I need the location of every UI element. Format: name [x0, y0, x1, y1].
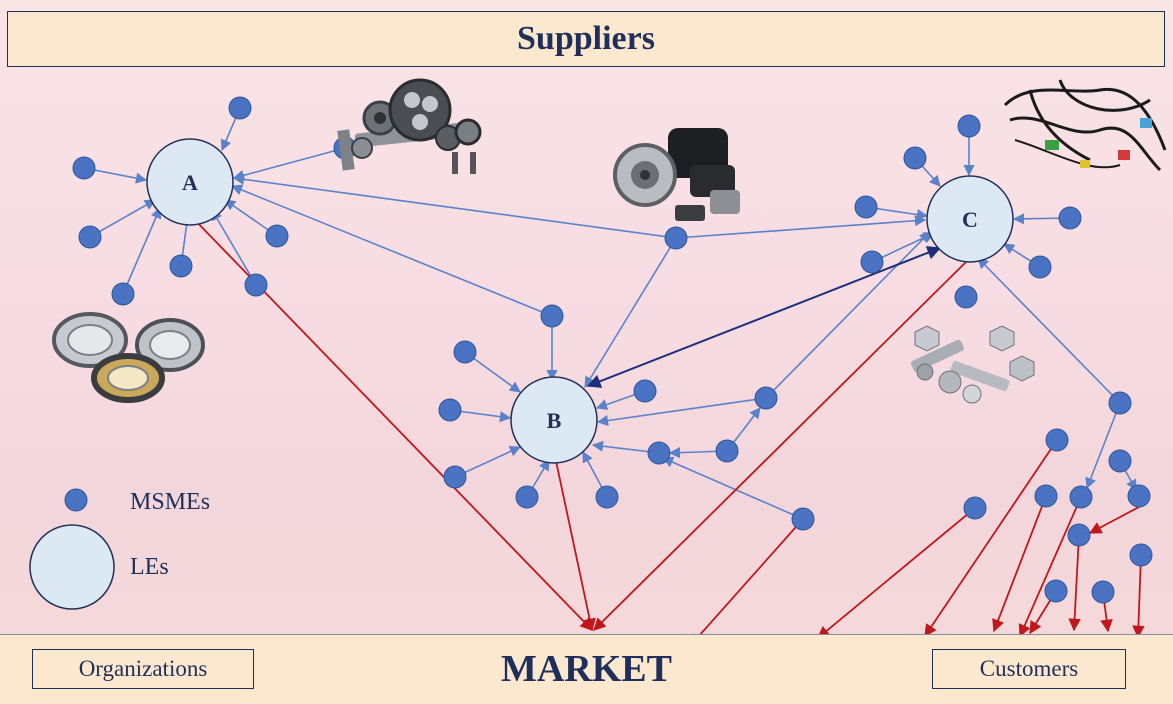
legend-le-symbol — [29, 524, 115, 610]
edge — [211, 209, 257, 286]
msme-node — [595, 485, 619, 509]
msme-node — [453, 340, 477, 364]
edge — [230, 184, 553, 317]
market-band: Organizations MARKET Customers — [0, 634, 1173, 704]
msme-node — [715, 439, 739, 463]
msme-node — [438, 398, 462, 422]
msme-node — [443, 465, 467, 489]
msme-node — [244, 273, 268, 297]
edge — [1018, 496, 1082, 638]
msme-node — [1067, 523, 1091, 547]
edge — [89, 199, 156, 238]
msme-node — [1091, 580, 1115, 604]
edge — [765, 231, 931, 399]
legend-msme-symbol — [64, 488, 88, 512]
msme-node — [169, 254, 193, 278]
msme-node — [647, 441, 671, 465]
msme-node — [791, 507, 815, 531]
msme-nodes — [72, 96, 1153, 604]
msme-node — [1044, 579, 1068, 603]
edge — [1068, 534, 1081, 632]
msme-node — [72, 156, 96, 180]
edge — [122, 206, 162, 295]
msme-node — [1058, 206, 1082, 230]
le-link-b-c — [586, 246, 942, 388]
gears-photo — [337, 78, 482, 174]
alternator-photo — [613, 128, 740, 221]
edge — [924, 439, 1058, 638]
msme-node — [957, 114, 981, 138]
edge — [661, 456, 804, 520]
msme-node — [954, 285, 978, 309]
msme-node — [854, 195, 878, 219]
msme-node — [515, 485, 539, 509]
edge — [817, 507, 976, 639]
le-nodes: A B C — [146, 138, 1014, 464]
le-node-a: A — [146, 138, 234, 226]
msme-node — [265, 224, 289, 248]
msme-node — [1108, 391, 1132, 415]
le-node-b: B — [510, 376, 598, 464]
legend-le-label: LEs — [130, 554, 169, 580]
wiring-harness-photo — [1003, 79, 1167, 172]
msme-node — [1129, 543, 1153, 567]
msme-node — [78, 225, 102, 249]
edge — [584, 237, 677, 388]
organizations-box: Organizations — [32, 649, 254, 689]
msme-node — [860, 250, 884, 274]
legend: MSMEs LEs — [29, 488, 210, 610]
edge — [593, 259, 969, 631]
edge — [1132, 554, 1145, 639]
nuts-bolts-photo — [910, 325, 1035, 404]
msme-node — [540, 304, 564, 328]
edge — [232, 173, 677, 239]
suppliers-banner: Suppliers — [7, 11, 1165, 67]
msme-node — [903, 146, 927, 170]
edge — [1085, 402, 1121, 490]
edge — [555, 460, 596, 632]
bearings-photo — [52, 312, 205, 403]
le-node-c: C — [926, 175, 1014, 263]
msme-node — [1069, 485, 1093, 509]
msme-node — [111, 282, 135, 306]
le-node-b-label: B — [547, 408, 562, 433]
edge — [977, 257, 1121, 404]
edge — [596, 397, 767, 427]
msme-node — [1034, 484, 1058, 508]
msme-node — [1127, 484, 1151, 508]
msme-node — [754, 386, 778, 410]
msme-node — [228, 96, 252, 120]
msme-node — [633, 379, 657, 403]
msme-node — [1045, 428, 1069, 452]
edge — [689, 518, 804, 647]
edge — [232, 147, 346, 181]
msme-node — [1028, 255, 1052, 279]
edge — [454, 446, 522, 478]
edge — [675, 215, 927, 239]
edge — [992, 495, 1047, 633]
supply-edges — [83, 107, 1137, 520]
le-node-c-label: C — [962, 207, 978, 232]
legend-msme-label: MSMEs — [130, 489, 210, 515]
suppliers-title: Suppliers — [517, 20, 655, 57]
customers-box: Customers — [932, 649, 1126, 689]
msme-node — [963, 496, 987, 520]
msme-node — [1108, 449, 1132, 473]
market-title: MARKET — [501, 648, 672, 690]
le-node-a-label: A — [182, 170, 198, 195]
edge — [1088, 506, 1140, 534]
msme-node — [664, 226, 688, 250]
